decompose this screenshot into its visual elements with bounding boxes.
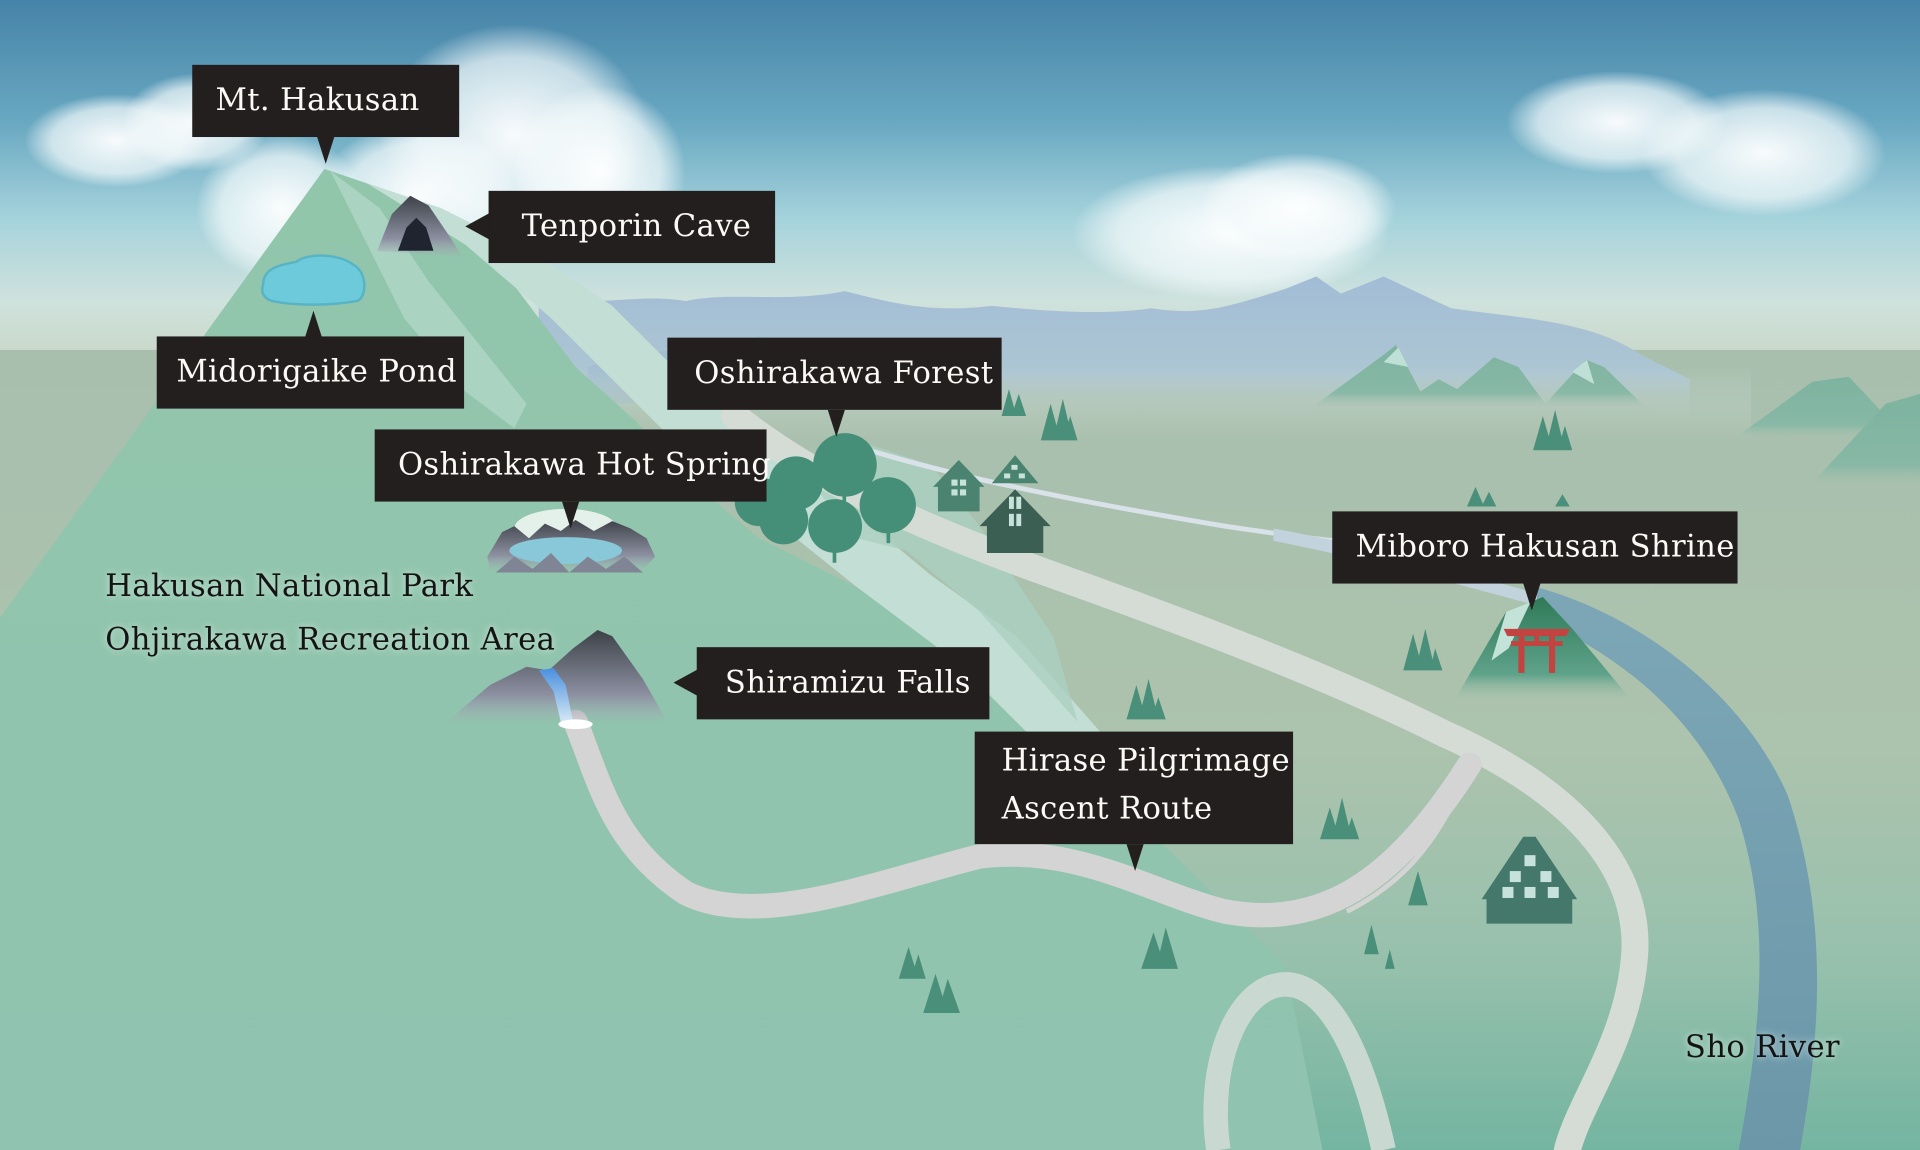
- gassho-houses: [933, 455, 1578, 924]
- hirase-route-path: [563, 709, 1482, 928]
- pointer-down-icon: [827, 409, 845, 437]
- callout-mt-hakusan[interactable]: Mt. Hakusan: [192, 64, 460, 164]
- sho-river-label: Sho River: [1684, 1028, 1840, 1065]
- callout-miboro-hakusan-shrine[interactable]: Miboro Hakusan Shrine: [1332, 511, 1738, 611]
- hakusan-snow-ridge: [324, 168, 1103, 783]
- recreation-area-label: Ohjirakawa Recreation Area: [105, 621, 556, 657]
- miboro-shrine-hill: [1454, 597, 1632, 700]
- park-name-label: Hakusan National Park: [105, 567, 474, 604]
- pointer-left-icon: [673, 669, 698, 697]
- tenporin-cave-shape: [377, 195, 463, 257]
- callout-label: Mt. Hakusan: [215, 81, 420, 118]
- shiramizu-falls-shape: [446, 630, 668, 730]
- pointer-down-icon: [1523, 583, 1541, 611]
- mt-hakusan-mountain: [0, 168, 1323, 1150]
- conifer-trees: [898, 389, 1573, 1013]
- hot-spring-shape: [487, 508, 656, 573]
- torii-icon: [1503, 628, 1570, 673]
- callout-label-line2: Ascent Route: [1001, 790, 1213, 826]
- callout-label: Midorigaike Pond: [176, 353, 457, 390]
- road-loop: [1203, 972, 1396, 1150]
- callout-label: Tenporin Cave: [521, 207, 752, 244]
- callout-oshirakawa-hot-spring[interactable]: Oshirakawa Hot Spring: [374, 429, 772, 529]
- callout-midorigaike-pond[interactable]: Midorigaike Pond: [156, 310, 465, 409]
- pond-shape: [260, 254, 366, 306]
- callout-label: Oshirakawa Hot Spring: [397, 446, 772, 483]
- pointer-down-icon: [317, 137, 335, 164]
- pointer-up-icon: [304, 310, 323, 338]
- callout-oshirakawa-forest[interactable]: Oshirakawa Forest: [667, 337, 1002, 437]
- pointer-left-icon: [465, 212, 490, 240]
- sho-river: [1536, 587, 1818, 1150]
- callout-label: Miboro Hakusan Shrine: [1355, 528, 1735, 564]
- callout-hirase-route[interactable]: Hirase Pilgrimage Ascent Route: [974, 731, 1294, 872]
- callout-label-line1: Hirase Pilgrimage: [1001, 742, 1291, 779]
- large-gassho-house: [1481, 836, 1578, 924]
- callout-label: Shiramizu Falls: [724, 664, 971, 700]
- pointer-down-icon: [1126, 844, 1144, 872]
- callout-tenporin-cave[interactable]: Tenporin Cave: [465, 190, 776, 264]
- callout-label: Oshirakawa Forest: [694, 354, 994, 391]
- callout-shiramizu-falls[interactable]: Shiramizu Falls: [673, 647, 990, 720]
- pointer-down-icon: [562, 501, 580, 529]
